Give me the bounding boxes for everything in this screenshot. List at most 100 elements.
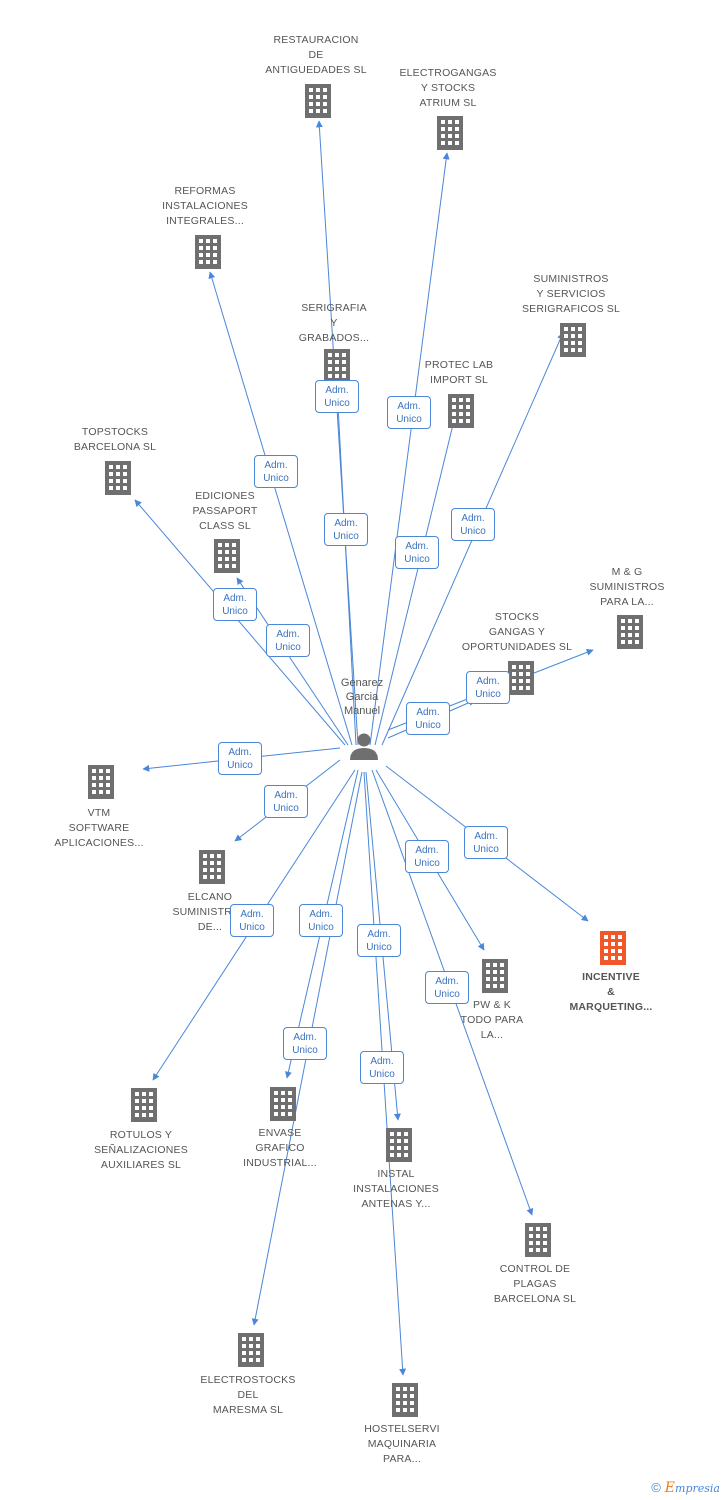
- role-badge[interactable]: Adm.Unico: [254, 455, 298, 488]
- building-icon[interactable]: [482, 959, 508, 993]
- role-badge[interactable]: Adm.Unico: [264, 785, 308, 818]
- edge-restauracion: [315, 120, 359, 746]
- company-label-line: Y: [330, 317, 338, 329]
- building-icon[interactable]: [105, 461, 131, 495]
- company-label-incentive[interactable]: INCENTIVE&MARQUETING...: [569, 970, 652, 1015]
- role-badge[interactable]: Adm.Unico: [266, 624, 310, 657]
- building-icon[interactable]: [324, 349, 350, 383]
- role-badge[interactable]: Adm.Unico: [299, 904, 343, 937]
- building-icon[interactable]: [195, 235, 221, 269]
- role-badge[interactable]: Adm.Unico: [357, 924, 401, 957]
- building-icon[interactable]: [600, 931, 626, 965]
- role-badge-line: Unico: [415, 720, 441, 731]
- building-icon[interactable]: [392, 1383, 418, 1417]
- company-label-line: AUXILIARES SL: [100, 1159, 182, 1171]
- building-icon[interactable]: [386, 1128, 412, 1162]
- building-icon[interactable]: [305, 84, 331, 118]
- building-icon[interactable]: [270, 1087, 296, 1121]
- role-badge[interactable]: Adm.Unico: [324, 513, 368, 546]
- role-badge-line: Adm.: [476, 676, 500, 687]
- edge-serigrafia: [333, 385, 357, 746]
- building-icon[interactable]: [448, 394, 474, 428]
- company-label-line: PROTEC LAB: [424, 359, 494, 371]
- company-label-line: IMPORT SL: [429, 374, 488, 386]
- building-icon[interactable]: [617, 615, 643, 649]
- role-badge-line: Adm.: [240, 909, 264, 920]
- company-label-line: ATRIUM SL: [419, 97, 477, 109]
- building-icon[interactable]: [238, 1333, 264, 1367]
- building-icon[interactable]: [88, 765, 114, 799]
- role-badge[interactable]: Adm.Unico: [466, 671, 510, 704]
- role-badge[interactable]: Adm.Unico: [406, 702, 450, 735]
- role-badge[interactable]: Adm.Unico: [451, 508, 495, 541]
- company-label-line: ELECTROGANGAS: [399, 67, 497, 79]
- empresia-logo[interactable]: Empresia: [664, 1480, 720, 1496]
- company-label-line: VTM: [87, 807, 111, 819]
- building-icon[interactable]: [214, 539, 240, 573]
- company-label-line: PARA...: [383, 1453, 421, 1465]
- company-label-line: TOPSTOCKS: [81, 426, 149, 438]
- edge-reformas: [208, 271, 353, 746]
- role-badge[interactable]: Adm.Unico: [283, 1027, 327, 1060]
- role-badge[interactable]: Adm.Unico: [213, 588, 257, 621]
- company-label-line: OPORTUNIDADES SL: [461, 641, 573, 653]
- role-badge-line: Adm.: [370, 1056, 394, 1067]
- company-label-line: INDUSTRIAL...: [243, 1157, 317, 1169]
- role-badge[interactable]: Adm.Unico: [387, 396, 431, 429]
- role-badge[interactable]: Adm.Unico: [395, 536, 439, 569]
- edge-electrogangas: [369, 152, 450, 746]
- role-badge[interactable]: Adm.Unico: [425, 971, 469, 1004]
- company-label-line: SERIGRAFICOS SL: [521, 303, 621, 315]
- role-badge[interactable]: Adm.Unico: [230, 904, 274, 937]
- company-label-line: INSTAL: [377, 1168, 415, 1180]
- building-icon[interactable]: [560, 323, 586, 357]
- role-badge-line: Unico: [263, 473, 289, 484]
- edge-topstocks: [134, 499, 346, 746]
- role-badge-line: Adm.: [405, 541, 429, 552]
- role-badge[interactable]: Adm.Unico: [218, 742, 262, 775]
- building-icon[interactable]: [437, 116, 463, 150]
- building-icon[interactable]: [131, 1088, 157, 1122]
- company-label-line: Y SERVICIOS: [536, 288, 606, 300]
- role-badge-line: Adm.: [293, 1032, 317, 1043]
- role-badge[interactable]: Adm.Unico: [464, 826, 508, 859]
- role-badge[interactable]: Adm.Unico: [360, 1051, 404, 1084]
- role-badge-line: Unico: [414, 858, 440, 869]
- person-icon[interactable]: [350, 733, 378, 761]
- role-badge-line: Adm.: [228, 747, 252, 758]
- building-icon[interactable]: [525, 1223, 551, 1257]
- role-badge-line: Adm.: [274, 790, 298, 801]
- company-label-line: GRABADOS...: [298, 332, 370, 344]
- person-name-label[interactable]: Genarez Garcia Manuel: [341, 676, 383, 718]
- company-label-line: GANGAS Y: [488, 626, 546, 638]
- role-badge[interactable]: Adm.Unico: [315, 380, 359, 413]
- role-badge-line: Adm.: [334, 518, 358, 529]
- building-icon[interactable]: [199, 850, 225, 884]
- company-label-line: REFORMAS: [174, 185, 236, 197]
- company-label-line: ELECTROSTOCKS: [200, 1374, 296, 1386]
- company-label-line: M & G: [611, 566, 643, 578]
- role-badge[interactable]: Adm.Unico: [405, 840, 449, 873]
- person-name-line: Genarez: [340, 677, 384, 689]
- building-icon[interactable]: [508, 661, 534, 695]
- footer-credit[interactable]: ©Empresia: [651, 1480, 720, 1496]
- company-label-protec[interactable]: PROTEC LAB IMPORT SL: [425, 358, 494, 388]
